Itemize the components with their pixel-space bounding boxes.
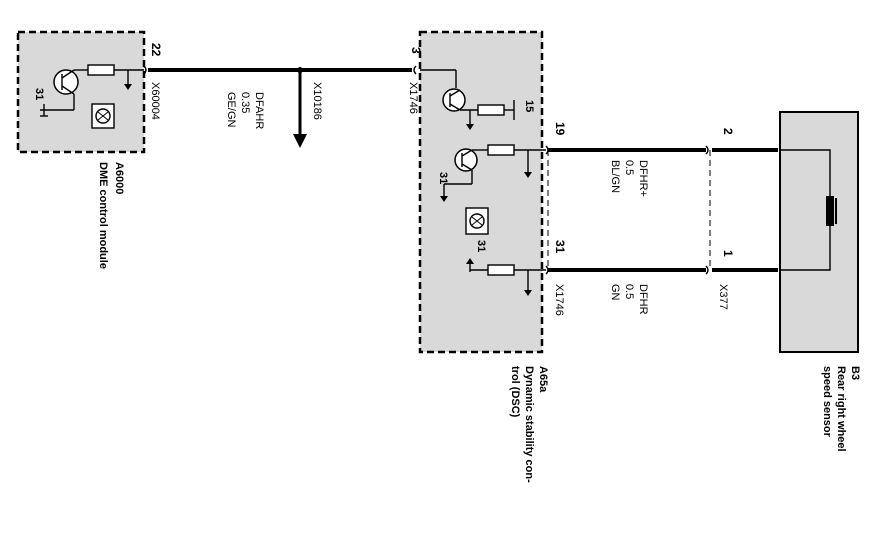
sensor-name-line1: Rear right wheel <box>835 366 847 452</box>
sensor-connector-label: X377 <box>717 284 729 310</box>
dme-pin-connector-icon <box>143 65 147 75</box>
dsc-pin-connector-icon <box>413 65 417 75</box>
dsc-ground-b-label: 31 <box>475 240 487 252</box>
dsc-pin-15-label: 15 <box>523 100 535 112</box>
dsc-connector-top-label: X1746 <box>407 82 419 114</box>
dsc-module-box <box>418 30 544 354</box>
sensor-pin-1-connector-icon <box>705 265 709 275</box>
sensor-id-label: B3 <box>849 366 861 380</box>
sensor-box <box>779 111 859 353</box>
dsc-sensor-symbol-icon <box>465 207 489 235</box>
dsc-id-label: A65a <box>537 366 549 393</box>
wire-upper-gauge: 0.5 <box>623 160 635 175</box>
dsc-pin-19-label: 19 <box>553 122 567 136</box>
dsc-ground-arrow-lower-left-icon <box>466 258 488 272</box>
wire-top-gauge: 0.35 <box>239 92 251 113</box>
wire-lower-color: GN <box>609 284 621 301</box>
dsc-pin-31-connector-icon <box>545 265 549 275</box>
dsc-pin-31-label: 31 <box>553 240 567 254</box>
sensor-pin-2-label: 2 <box>721 128 735 135</box>
splice-arrow-icon <box>293 67 307 148</box>
dme-module-box <box>16 30 146 154</box>
wire-lower-signal: DFHR <box>637 284 649 315</box>
sensor-name-line2: speed sensor <box>821 366 833 438</box>
dsc-connector-bottom-label: X1746 <box>553 284 565 316</box>
dsc-resistor-top-icon <box>477 104 505 116</box>
dsc-ground-arrow-middle-icon <box>524 150 532 178</box>
dme-connector-label: X60004 <box>149 82 161 120</box>
dme-resistor-icon <box>87 64 115 76</box>
wire-upper-signal: DFHR+ <box>637 160 649 197</box>
dme-pin-label: 22 <box>149 43 163 57</box>
dsc-ground-a-label: 31 <box>437 172 449 184</box>
sensor-coil-icon <box>780 149 837 271</box>
splice-label: X10186 <box>311 82 323 120</box>
sensor-pin-1-label: 1 <box>721 250 735 257</box>
wire-upper-color: BL/GN <box>609 160 621 193</box>
dsc-resistor-lower-icon <box>487 264 515 276</box>
dsc-ground-arrow-lower-icon <box>524 270 532 296</box>
dsc-transistor-top-icon <box>420 69 478 130</box>
wire-top-signal: DFAHR <box>253 92 265 129</box>
dsc-pin-top-label: 3 <box>409 47 423 54</box>
dsc-name-line2: trol (DSC) <box>509 366 521 418</box>
dme-name-label: DME control module <box>97 162 109 269</box>
dme-ground-label: 31 <box>33 88 45 100</box>
dme-transistor-icon <box>40 69 88 117</box>
dsc-name-line1: Dynamic stability con- <box>523 366 535 483</box>
dsc-transistor-middle-icon <box>440 148 488 202</box>
dsc-resistor-middle-icon <box>487 144 515 156</box>
dme-ground-arrow-icon <box>124 70 132 90</box>
dme-sensor-symbol-icon <box>91 103 115 129</box>
sensor-pin-2-connector-icon <box>705 145 709 155</box>
dme-id-label: A6000 <box>113 162 125 194</box>
wire-lower-gauge: 0.5 <box>623 284 635 299</box>
wire-top-color: GE/GN <box>225 92 237 128</box>
